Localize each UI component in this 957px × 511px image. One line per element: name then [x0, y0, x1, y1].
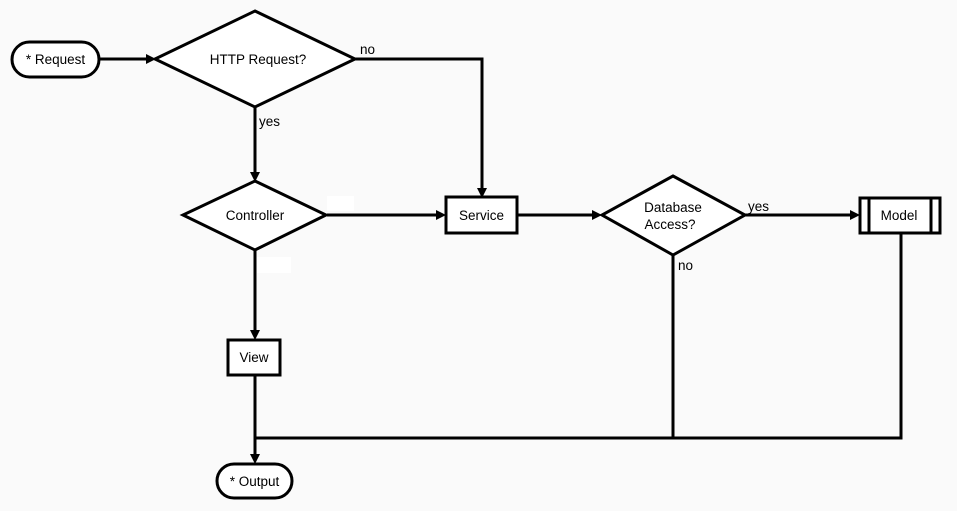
node-view-label: View	[239, 350, 268, 365]
arrowhead	[146, 54, 156, 64]
node-database-access-label-line2: Access?	[644, 217, 695, 232]
node-request-label: * Request	[26, 52, 86, 67]
node-http-request: HTTP Request?	[151, 9, 359, 109]
edge-label-db-yes: yes	[748, 199, 769, 214]
background-patch	[327, 196, 354, 211]
decision-shape	[151, 9, 359, 109]
node-request: * Request	[10, 40, 101, 79]
node-service: Service	[444, 195, 519, 235]
arrowhead	[850, 210, 860, 220]
edge-label-http-no: no	[360, 42, 375, 57]
node-database-access-label-line1: Database	[644, 200, 702, 215]
arrowhead	[592, 210, 602, 220]
arrowhead	[250, 172, 260, 182]
decision-shape	[598, 174, 749, 257]
background-patch	[257, 257, 291, 273]
process-shape	[226, 338, 282, 377]
arrowhead	[477, 188, 487, 198]
terminal-shape	[10, 40, 101, 79]
node-controller: Controller	[179, 179, 330, 252]
edge-label-http-yes: yes	[259, 114, 280, 129]
node-service-label: Service	[459, 208, 504, 223]
node-http-request-label: HTTP Request?	[210, 52, 307, 67]
node-view: View	[226, 338, 282, 377]
node-model-label: Model	[881, 208, 918, 223]
terminal-shape	[215, 462, 294, 500]
node-database-access: Database Access?	[598, 174, 749, 257]
node-model: Model	[858, 196, 942, 235]
arrowhead	[436, 210, 446, 220]
arrowhead	[250, 454, 260, 464]
node-controller-label: Controller	[226, 208, 285, 223]
decision-shape	[179, 179, 330, 252]
predefined-process-shape	[858, 196, 942, 235]
edge-model-to-output	[255, 234, 903, 440]
arrowhead	[250, 330, 260, 340]
node-output-label: * Output	[230, 474, 280, 489]
node-output: * Output	[215, 462, 294, 500]
edge-label-db-no: no	[678, 258, 693, 273]
edge-http-no-to-service	[355, 57, 484, 190]
process-shape	[444, 195, 519, 235]
